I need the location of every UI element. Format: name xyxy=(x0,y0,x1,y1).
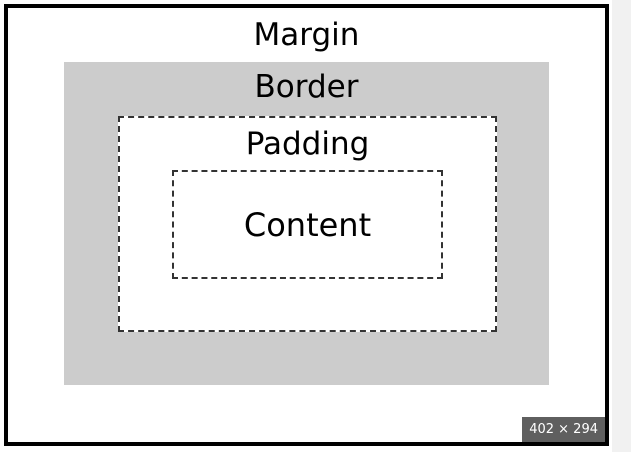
scrollbar-track[interactable] xyxy=(612,0,631,452)
padding-area: Padding Content xyxy=(118,116,497,332)
border-label: Border xyxy=(254,69,359,105)
border-area: Border Padding Content xyxy=(64,62,549,385)
content-label: Content xyxy=(243,206,372,244)
image-dimensions-badge: 402 × 294 xyxy=(522,417,605,442)
margin-label: Margin xyxy=(253,17,360,53)
box-model-diagram: Margin Border Padding Content 402 × 294 xyxy=(4,4,609,446)
padding-label: Padding xyxy=(245,126,370,162)
content-area: Content xyxy=(172,170,443,279)
